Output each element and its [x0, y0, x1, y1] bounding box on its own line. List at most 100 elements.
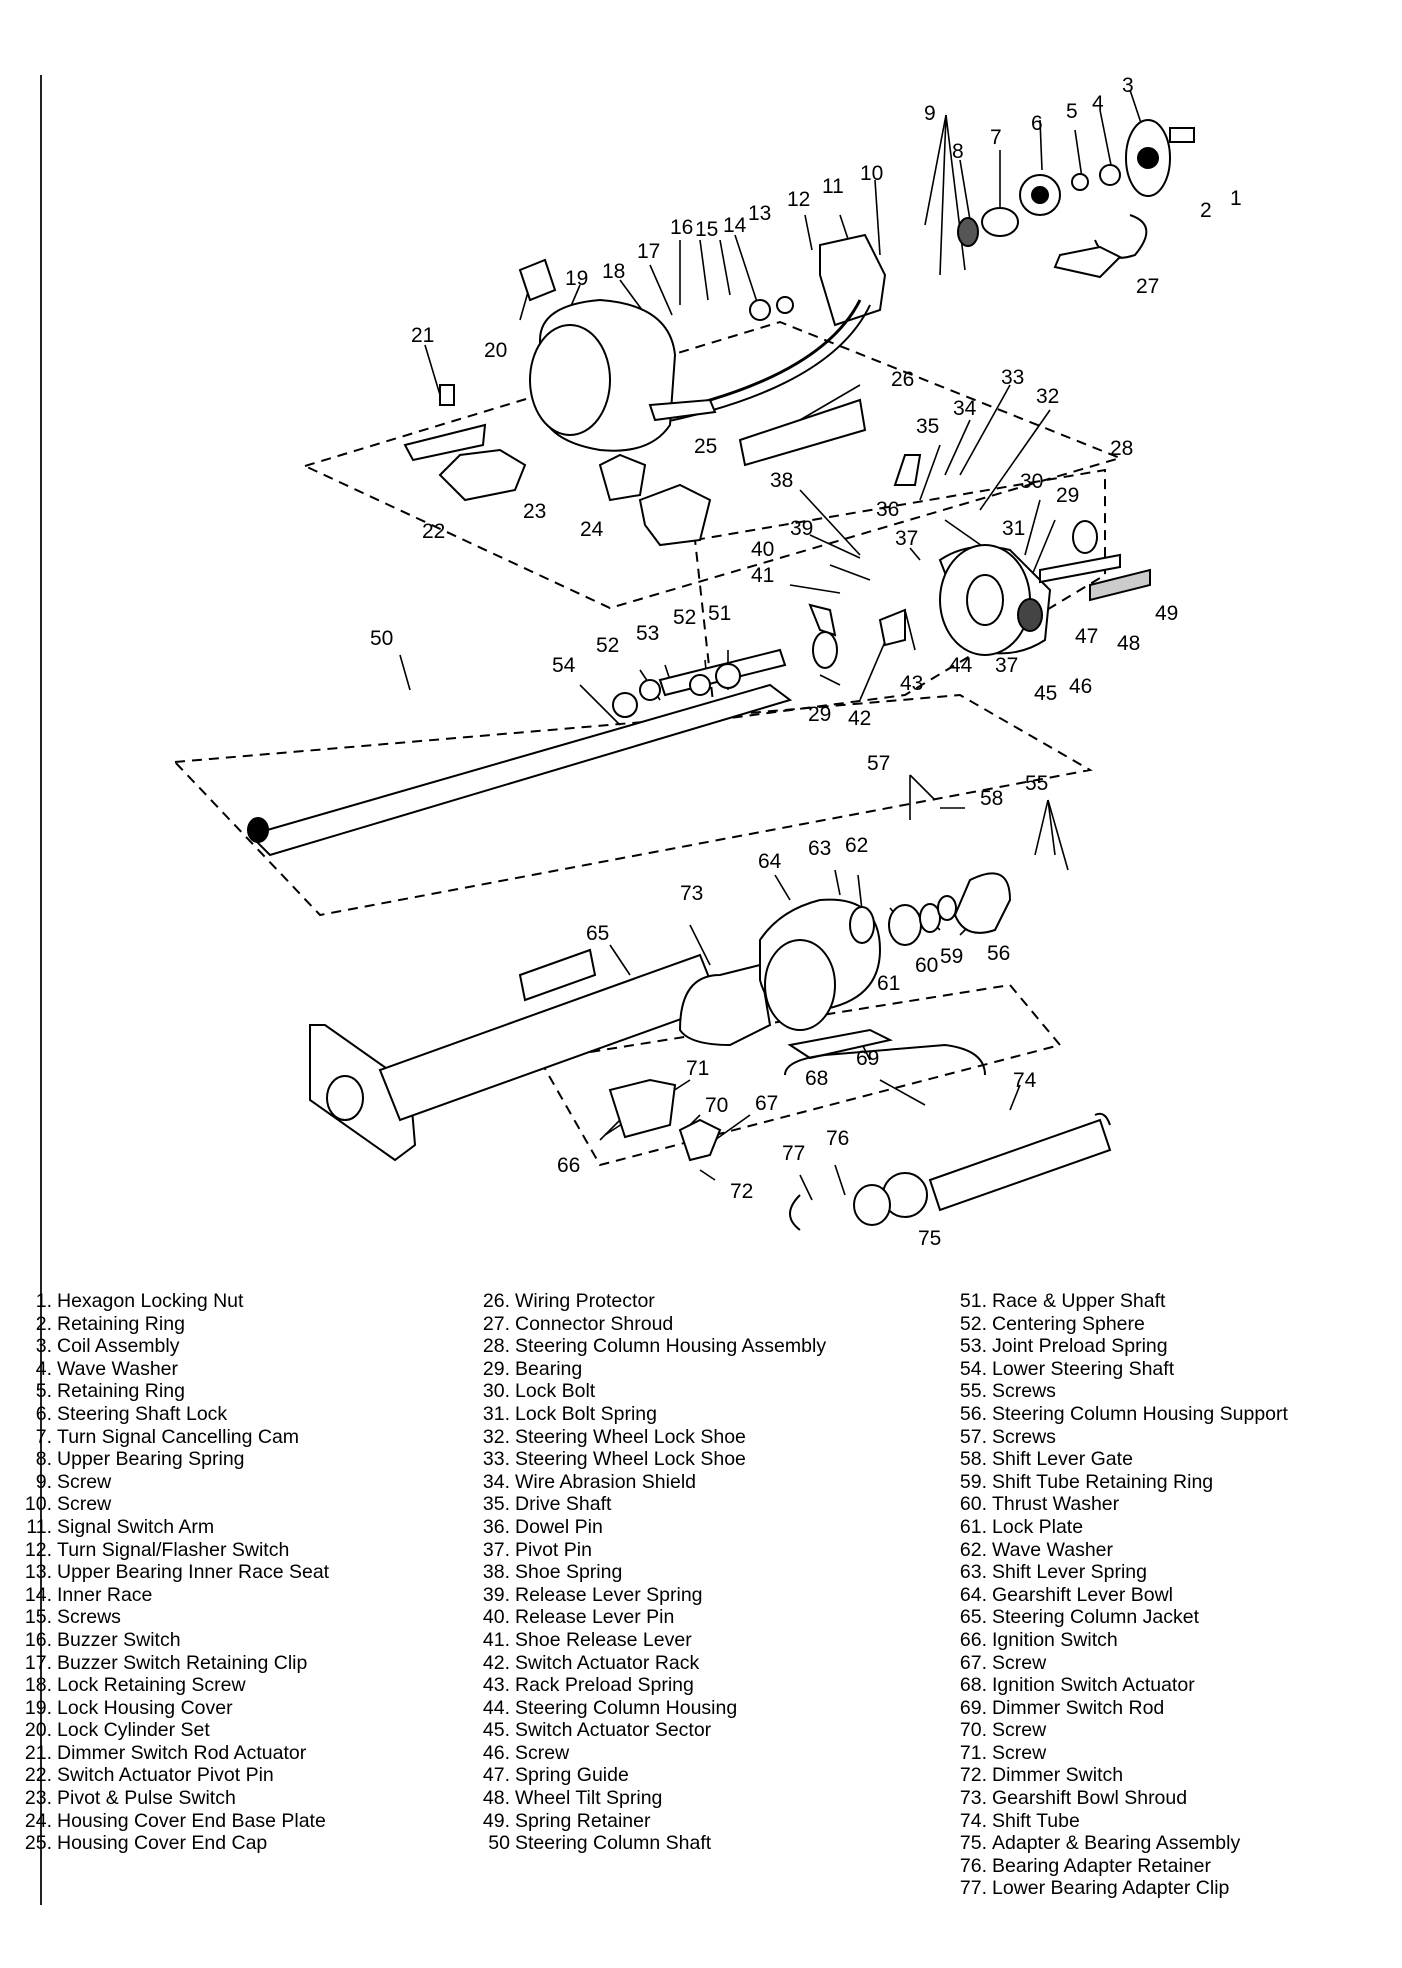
- legend-item-number: 7.: [35, 1425, 52, 1448]
- legend-item-number: 42.: [482, 1651, 510, 1674]
- legend-item-label: Turn Signal Cancelling Cam: [57, 1425, 300, 1448]
- legend-item: 56.Steering Column Housing Support: [955, 1403, 1288, 1426]
- callout-76: 76: [826, 1127, 849, 1150]
- callout-6: 6: [1031, 112, 1043, 135]
- legend-item: 12.Turn Signal/Flasher Switch: [20, 1539, 329, 1562]
- legend-item-number: 44.: [482, 1696, 510, 1719]
- legend-item-label: Bearing: [515, 1357, 583, 1380]
- legend-item-number: 60.: [959, 1493, 987, 1516]
- legend-item: 5.Retaining Ring: [20, 1380, 329, 1403]
- legend-item-number: 58.: [959, 1448, 987, 1471]
- legend-item-number: 27.: [482, 1312, 510, 1335]
- legend-item: 24.Housing Cover End Base Plate: [20, 1810, 329, 1833]
- callout-16: 16: [670, 216, 693, 239]
- legend-item: 7.Turn Signal Cancelling Cam: [20, 1426, 329, 1449]
- legend-item-label: Rack Preload Spring: [515, 1674, 694, 1697]
- legend-item: 22.Switch Actuator Pivot Pin: [20, 1764, 329, 1787]
- legend-item: 49.Spring Retainer: [478, 1810, 826, 1833]
- legend-item-number: 15.: [24, 1606, 52, 1629]
- legend-item-number: 76.: [959, 1854, 987, 1877]
- legend-item: 17.Buzzer Switch Retaining Clip: [20, 1652, 329, 1675]
- legend-item-number: 77.: [959, 1877, 987, 1900]
- legend-item: 61.Lock Plate: [955, 1516, 1288, 1539]
- legend-item-label: Dimmer Switch Rod Actuator: [57, 1741, 307, 1764]
- callout-25: 25: [694, 435, 717, 458]
- legend-item: 65.Steering Column Jacket: [955, 1606, 1288, 1629]
- callout-36: 36: [876, 498, 899, 521]
- legend-item: 46.Screw: [478, 1742, 826, 1765]
- legend-item: 60.Thrust Washer: [955, 1493, 1288, 1516]
- legend-item-number: 16.: [24, 1628, 52, 1651]
- legend-item: 19.Lock Housing Cover: [20, 1697, 329, 1720]
- callout-3: 3: [1122, 74, 1134, 97]
- legend-item: 38.Shoe Spring: [478, 1561, 826, 1584]
- callout-66: 66: [557, 1154, 580, 1177]
- legend-item-number: 57.: [959, 1425, 987, 1448]
- legend-item-number: 72.: [959, 1764, 987, 1787]
- legend-item-number: 55.: [959, 1380, 987, 1403]
- legend-item-label: Shift Lever Spring: [992, 1561, 1148, 1584]
- legend-item-label: Adapter & Bearing Assembly: [992, 1832, 1241, 1855]
- legend-item-label: Steering Column Housing Assembly: [515, 1335, 827, 1358]
- callout-8: 8: [952, 140, 964, 163]
- legend-item-number: 45.: [482, 1719, 510, 1742]
- legend-item-number: 41.: [482, 1628, 510, 1651]
- callout-51: 51: [708, 602, 731, 625]
- legend-item-label: Wave Washer: [992, 1538, 1113, 1561]
- callout-18: 18: [602, 260, 625, 283]
- legend-item-number: 74.: [959, 1809, 987, 1832]
- legend-item-label: Screw: [992, 1719, 1047, 1742]
- legend-item-label: Shoe Spring: [515, 1561, 623, 1584]
- legend-item-number: 63.: [959, 1561, 987, 1584]
- callout-43: 43: [900, 672, 923, 695]
- callout-15: 15: [695, 218, 718, 241]
- legend-item: 68.Ignition Switch Actuator: [955, 1674, 1288, 1697]
- callout-11: 11: [822, 175, 844, 198]
- legend-item-number: 38.: [482, 1561, 510, 1584]
- legend-item: 28.Steering Column Housing Assembly: [478, 1335, 826, 1358]
- legend-item-label: Wiring Protector: [515, 1290, 655, 1312]
- callout-35: 35: [916, 415, 939, 438]
- legend-item-label: Dimmer Switch Rod: [992, 1696, 1165, 1719]
- legend-item-number: 64.: [959, 1583, 987, 1606]
- legend-item: 18.Lock Retaining Screw: [20, 1674, 329, 1697]
- legend-item: 4.Wave Washer: [20, 1358, 329, 1381]
- legend-item-label: Screws: [57, 1606, 121, 1629]
- legend-item: 15.Screws: [20, 1606, 329, 1629]
- legend-item: 20.Lock Cylinder Set: [20, 1719, 329, 1742]
- legend-item-label: Dowel Pin: [515, 1515, 603, 1538]
- callout-45: 45: [1034, 682, 1057, 705]
- legend-item-number: 53.: [959, 1335, 987, 1358]
- callout-23: 23: [523, 500, 546, 523]
- callout-28: 28: [1110, 437, 1133, 460]
- callout-20: 20: [484, 339, 507, 362]
- legend-item: 14.Inner Race: [20, 1584, 329, 1607]
- legend-item-label: Shift Tube Retaining Ring: [992, 1470, 1214, 1493]
- callout-29b: 29: [808, 703, 831, 726]
- callout-34: 34: [953, 397, 977, 420]
- legend-item: 73.Gearshift Bowl Shroud: [955, 1787, 1288, 1810]
- legend-item-number: 3.: [35, 1335, 52, 1358]
- legend-item-label: Wave Washer: [57, 1357, 178, 1380]
- callout-65: 65: [586, 922, 609, 945]
- legend-item-label: Turn Signal/Flasher Switch: [57, 1538, 290, 1561]
- callout-73: 73: [680, 882, 703, 905]
- legend-item-number: 33.: [482, 1448, 510, 1471]
- legend-item-number: 26.: [482, 1290, 510, 1312]
- callout-55: 55: [1025, 772, 1048, 795]
- legend-item-label: Gearshift Lever Bowl: [992, 1583, 1173, 1606]
- legend-item: 42.Switch Actuator Rack: [478, 1652, 826, 1675]
- callout-69: 69: [856, 1047, 879, 1070]
- legend-item: 74.Shift Tube: [955, 1810, 1288, 1833]
- legend-item-label: Retaining Ring: [57, 1312, 185, 1335]
- callout-49: 49: [1155, 602, 1178, 625]
- legend-item: 47.Spring Guide: [478, 1764, 826, 1787]
- legend-item-number: 30.: [482, 1380, 510, 1403]
- legend-item-number: 37.: [482, 1538, 510, 1561]
- legend-item-number: 24.: [24, 1809, 52, 1832]
- legend-item-label: Switch Actuator Rack: [515, 1651, 700, 1674]
- legend-item-label: Gearshift Bowl Shroud: [992, 1787, 1188, 1810]
- legend-item-number: 68.: [959, 1674, 987, 1697]
- legend-item-label: Steering Column Housing: [515, 1696, 738, 1719]
